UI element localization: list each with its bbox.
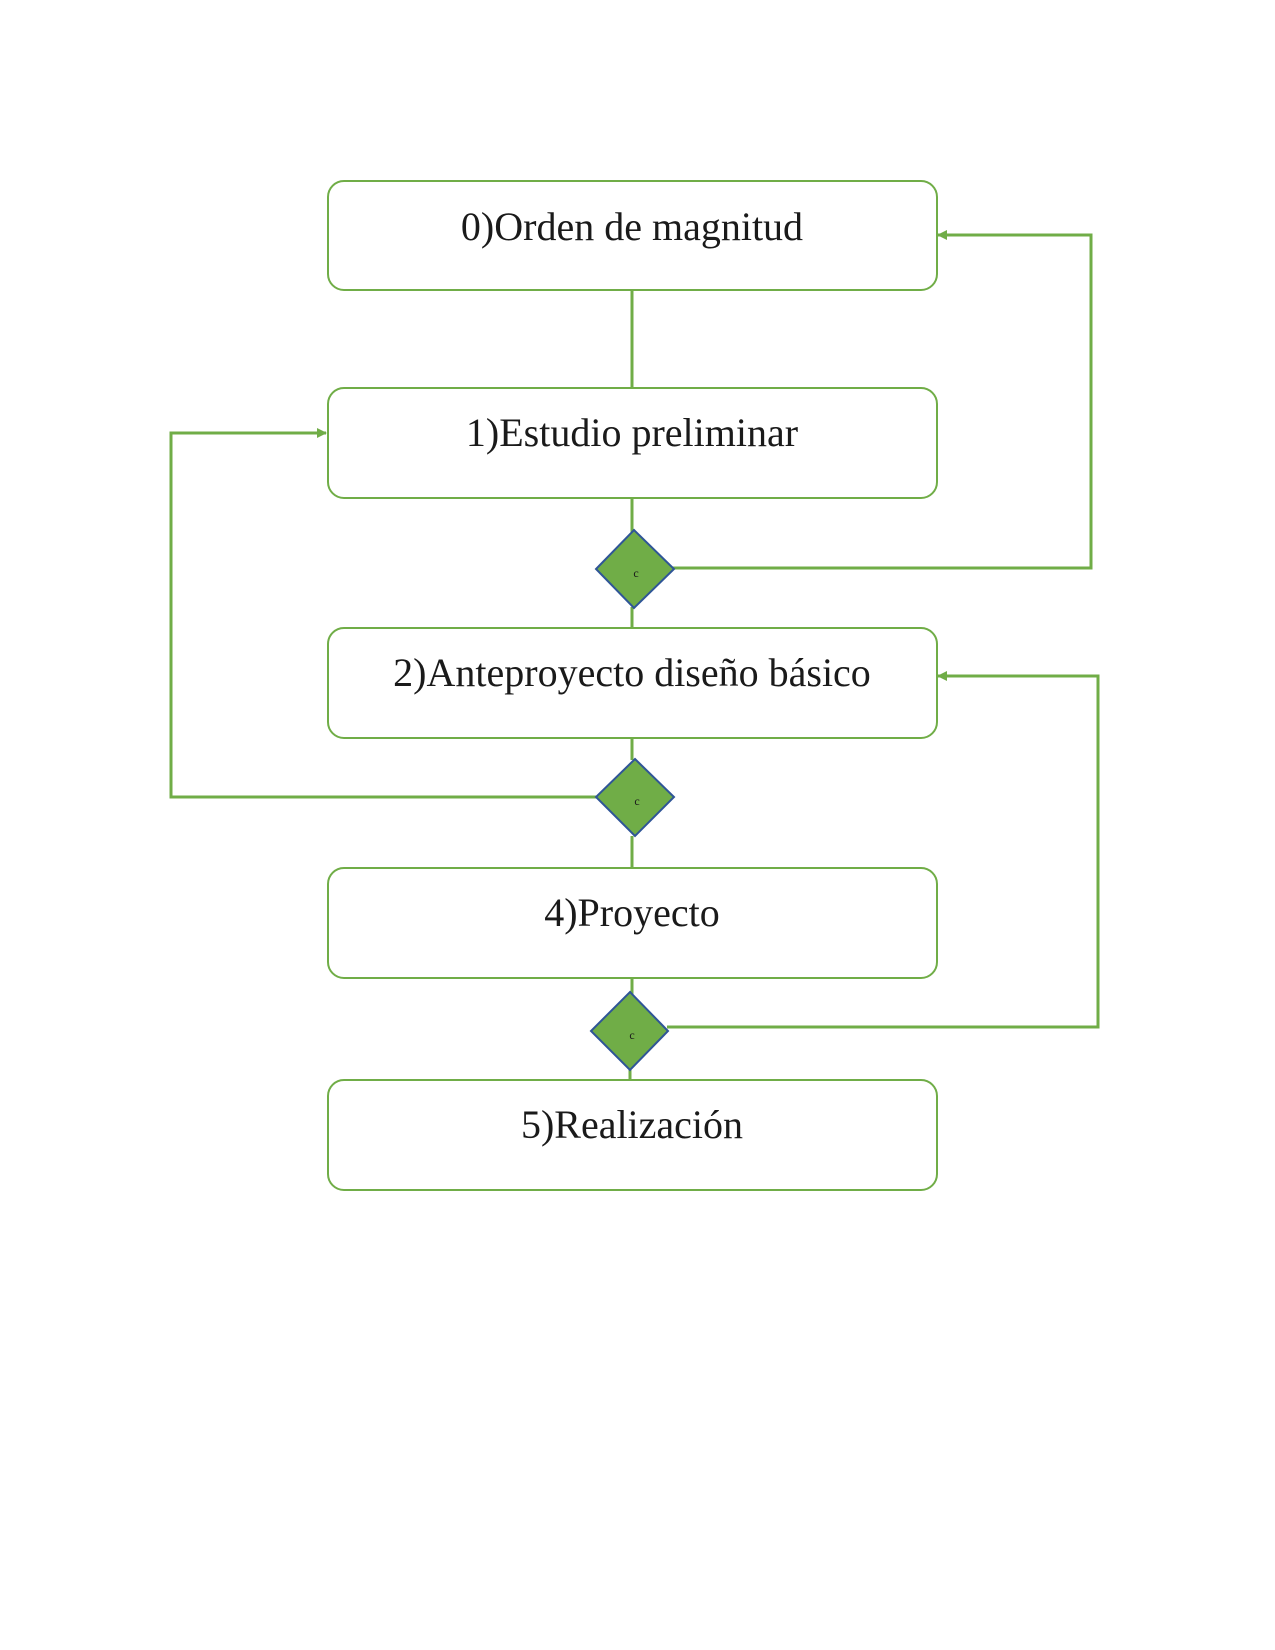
stage-box-5: 5)Realización [327, 1079, 938, 1191]
decision-mark-1: c [633, 566, 638, 580]
decision-mark-2: c [634, 794, 639, 808]
decision-diamond-3: c [589, 990, 670, 1072]
decision-diamond-2: c [594, 757, 676, 838]
stage-box-0: 0)Orden de magnitud [327, 180, 938, 291]
stage-label-0: 0)Orden de magnitud [461, 204, 803, 249]
feedback-arrow-decision1-to-stage0 [672, 230, 1093, 570]
decision-mark-3: c [629, 1028, 634, 1042]
feedback-arrow-decision3-to-stage2 [667, 671, 1100, 1029]
stage-label-2: 2)Anteproyecto diseño básico [393, 650, 871, 695]
stage-label-4: 4)Proyecto [544, 890, 720, 935]
stage-label-1: 1)Estudio preliminar [466, 410, 798, 455]
stage-box-1: 1)Estudio preliminar [327, 387, 938, 499]
stage-box-2: 2)Anteproyecto diseño básico [327, 627, 938, 739]
feedback-arrow-decision2-to-stage1 [169, 428, 596, 799]
stage-label-5: 5)Realización [521, 1102, 743, 1147]
stage-box-4: 4)Proyecto [327, 867, 938, 979]
decision-diamond-1: c [594, 528, 676, 610]
